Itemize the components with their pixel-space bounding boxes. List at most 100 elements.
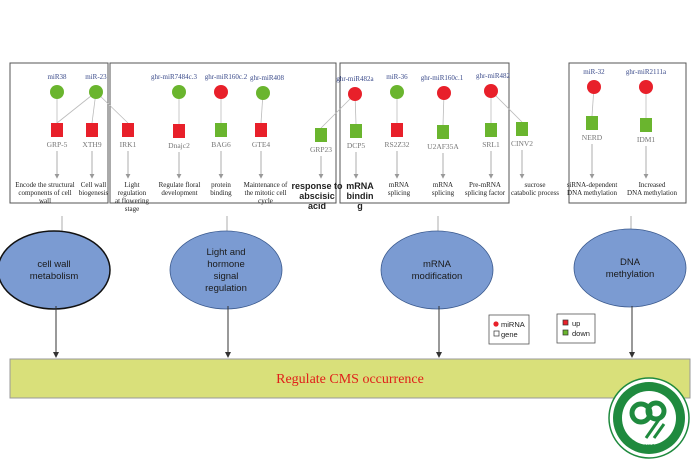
- legend-gene-label: gene: [501, 330, 518, 339]
- category-label: methylation: [606, 269, 655, 280]
- legend-mirna-gene: miRNA gene: [488, 314, 530, 345]
- mirna-circle: [639, 80, 653, 94]
- gene-square: [437, 125, 449, 139]
- gene-label: RS2Z32: [384, 140, 409, 149]
- gene-function-text: Regulate floral: [158, 181, 201, 189]
- mirna-circle: [256, 86, 270, 100]
- gene-function-text: biogenesis: [78, 189, 109, 197]
- gene-node: GRP-5: [47, 123, 68, 179]
- gene-function-text: sucrose: [524, 181, 546, 189]
- mirna-node: miR-32: [583, 68, 605, 94]
- gene-square: [122, 123, 134, 137]
- legend-up-label: up: [572, 319, 580, 328]
- gene-function-text: splicing: [431, 189, 455, 197]
- gene-function-text: components of cell wall: [18, 189, 72, 205]
- gene-node: BAG6: [211, 123, 231, 179]
- gene-label: NERD: [582, 133, 603, 142]
- mirna-circle: [437, 86, 451, 100]
- category-label: modification: [412, 271, 463, 282]
- gene-square: [640, 118, 652, 132]
- gene-function-text: catabolic process: [510, 189, 559, 197]
- mirna-label: ghr-miR482a: [336, 75, 374, 83]
- outcome-bar: Regulate CMS occurrence: [9, 358, 691, 399]
- mirna-circle: [89, 85, 103, 99]
- gene-function-text: DNA methylation: [567, 189, 617, 197]
- gene-function-text: binding: [210, 189, 232, 197]
- group-box: [9, 62, 109, 204]
- gene-function-text: protein: [211, 181, 231, 189]
- category-label: hormone: [207, 259, 245, 270]
- category-label: Light and: [206, 247, 245, 258]
- gene-square: [485, 123, 497, 137]
- category-label: regulation: [205, 283, 247, 294]
- gene-function-text: Encode the structural: [15, 181, 75, 189]
- gene-function-text: development: [161, 189, 198, 197]
- gene-node: IRK1: [120, 123, 137, 179]
- mirna-node: ghr-miR408: [250, 74, 285, 100]
- mirna-legend-icon: [493, 321, 499, 327]
- gene-square: [255, 123, 267, 137]
- gene-node: U2AF35A: [427, 125, 459, 179]
- mirna-node: miR-23: [85, 73, 107, 99]
- group-box: [339, 62, 510, 204]
- gene-function-text: Maintenance of: [243, 181, 288, 189]
- category-label: mRNA: [423, 259, 452, 270]
- gene-square: [51, 123, 63, 137]
- gene-square: [86, 123, 98, 137]
- gene-function-text: splicing: [387, 189, 411, 197]
- gene-node: RS2Z32: [384, 123, 410, 179]
- gene-function-text: Cell wall: [80, 181, 107, 189]
- mirna-circle: [172, 85, 186, 99]
- mirna-node: ghr-miR7484c.3: [151, 73, 197, 99]
- category-label: DNA: [620, 257, 641, 268]
- legend-mirna-label: miRNA: [501, 320, 525, 329]
- gene-function-text: Pre-mRNA: [469, 181, 501, 189]
- category-label: cell wall: [37, 259, 70, 270]
- gene-label: Dnajc2: [168, 141, 190, 150]
- gene-function-text: response to: [291, 181, 343, 191]
- gene-label: GTE4: [252, 140, 271, 149]
- mirna-label: miR-23: [85, 73, 107, 81]
- mirna-node: miR-36: [386, 73, 408, 99]
- gene-function-text: DNA methylation: [627, 189, 677, 197]
- mirna-label: ghr-miR7484c.3: [151, 73, 197, 81]
- mirna-node: ghr-miR482: [476, 72, 511, 98]
- mirna-circle: [214, 85, 228, 99]
- gene-square: [586, 116, 598, 130]
- gene-node: Dnajc2: [168, 124, 190, 179]
- gene-square: [173, 124, 185, 138]
- mirna-circle: [348, 87, 362, 101]
- mirna-gene-edge: [56, 91, 97, 124]
- group-box: [109, 62, 337, 204]
- group-box: [568, 62, 687, 204]
- mirna-gene-edge: [95, 91, 129, 124]
- gene-function-text: splicing factor: [464, 189, 506, 197]
- gene-label: BAG6: [211, 140, 231, 149]
- mirna-node: ghr-miR2111a: [626, 68, 667, 94]
- gene-function-text: siRNA-dependent: [566, 181, 618, 189]
- gene-node: CINV2: [511, 122, 533, 179]
- category-label: signal: [214, 271, 239, 282]
- gene-node: IDM1: [637, 118, 655, 179]
- mirna-label: ghr-miR160c.1: [421, 74, 464, 82]
- mirna-node: miR38: [47, 73, 67, 99]
- gene-square: [391, 123, 403, 137]
- mirna-node: ghr-miR482a: [336, 75, 374, 101]
- mirna-circle: [50, 85, 64, 99]
- mirna-node: ghr-miR160c.2: [205, 73, 248, 99]
- gene-function-text: binding: [346, 191, 374, 211]
